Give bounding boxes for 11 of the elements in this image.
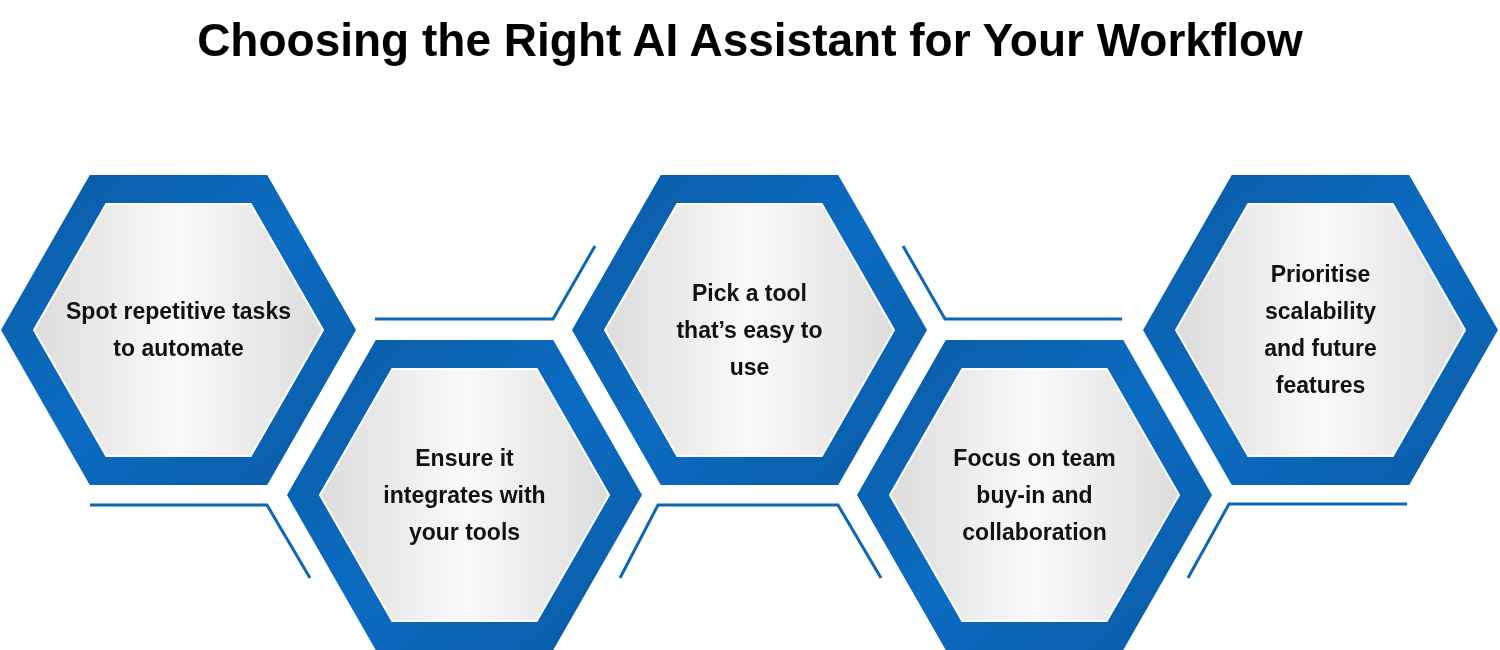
step-text: Focus on team buy-in and collaboration [952,443,1117,547]
hexagon-card [287,340,642,650]
hexagon-card [1,175,356,485]
step-text: Pick a tool that’s easy to use [675,278,824,382]
step-text: Spot repetitive tasks to automate [65,297,292,363]
step-text: Ensure it integrates with your tools [382,443,547,547]
step-text: Prioritise scalability and future features [1263,260,1378,400]
title: Choosing the Right AI Assistant for Your Workflow [197,13,1303,68]
hexagon-card [857,340,1212,650]
hexagon-card [1143,175,1498,485]
hexagon-card [572,175,927,485]
